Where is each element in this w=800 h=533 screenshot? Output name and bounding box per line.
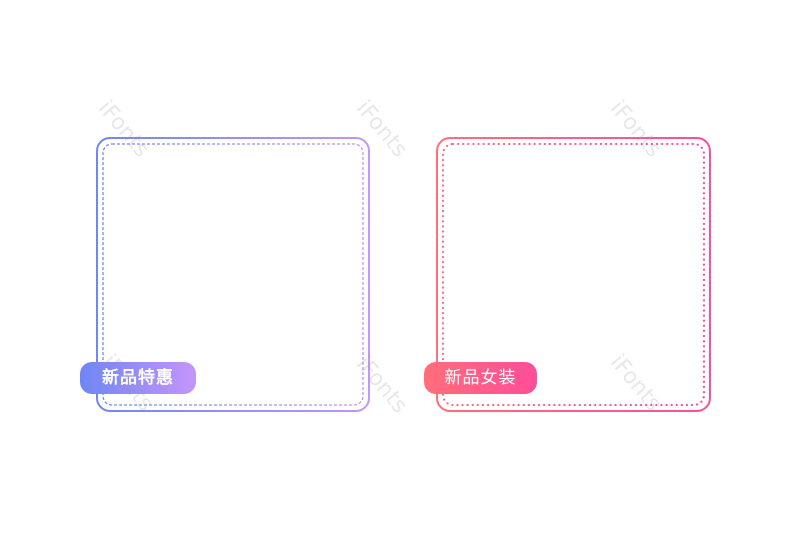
badge-new-womens-wear: 新品女装: [424, 362, 537, 394]
frame-left-outer-border: [96, 137, 370, 412]
frame-left-inner-dashed-border: [102, 143, 364, 406]
frame-right-inner-dotted-border: [441, 142, 706, 407]
frame-right: [436, 137, 711, 412]
frame-left: [96, 137, 370, 412]
badge-new-special-offer: 新品特惠: [80, 362, 196, 394]
frame-right-outer-border: [436, 137, 711, 412]
